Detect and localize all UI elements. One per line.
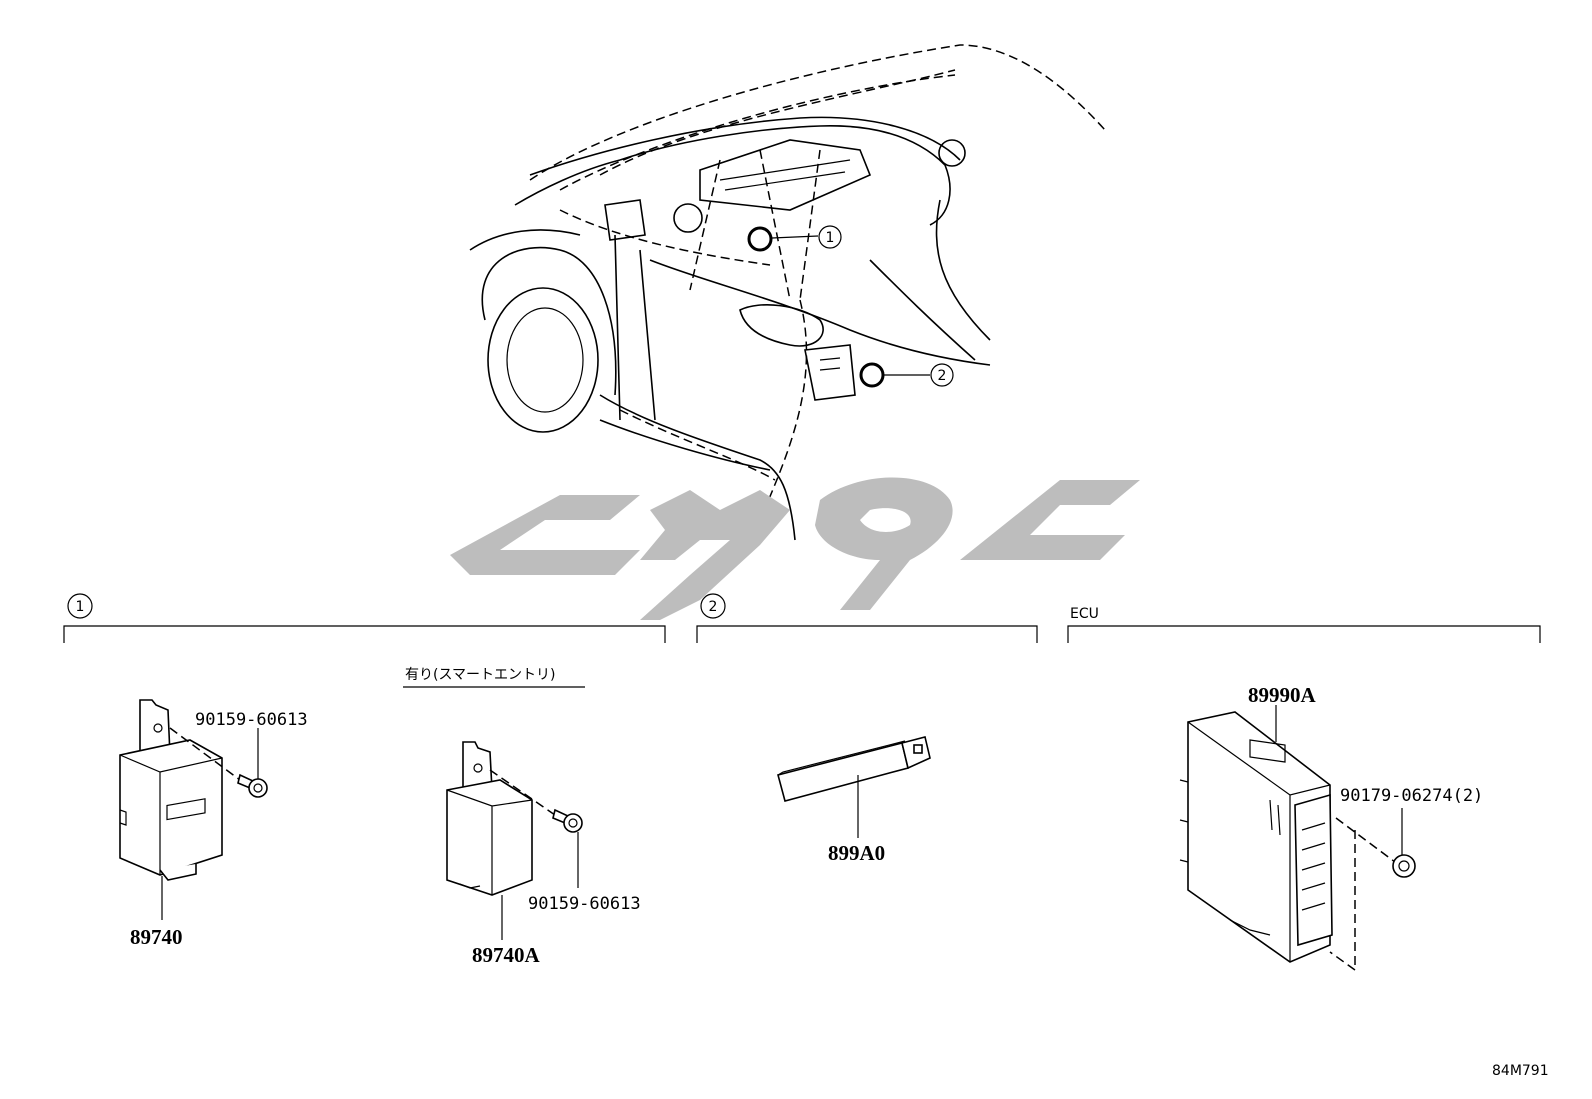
- part-89740A-bolt-number: 90159-60613: [528, 894, 641, 914]
- section-2-marker: 2: [709, 599, 718, 615]
- overview-callout-1: 1: [826, 230, 835, 246]
- part-89990A-number: 89990A: [1248, 683, 1317, 707]
- diagram-code: 84M791: [1492, 1063, 1549, 1079]
- section-2-header: 2: [696, 593, 1038, 643]
- vehicle-overview: 1 2: [469, 44, 1106, 541]
- smart-entry-note: 有り(スマートエントリ): [405, 667, 556, 683]
- section-ecu-header: ECU: [1067, 606, 1541, 643]
- section-ecu-title: ECU: [1070, 606, 1099, 622]
- part-89740-bolt-number: 90159-60613: [195, 710, 308, 730]
- part-89990A-nut-number: 90179-06274(2): [1340, 786, 1483, 806]
- overview-callout-2: 2: [938, 368, 947, 384]
- part-899A0: 899A0: [777, 736, 931, 865]
- part-899A0-number: 899A0: [828, 841, 885, 865]
- section-1-marker: 1: [76, 599, 85, 615]
- watermark-logo: [450, 477, 1140, 620]
- part-89740A-number: 89740A: [472, 943, 541, 967]
- section-1-header: 1: [63, 593, 666, 643]
- part-89990A: 90179-06274(2) 89990A: [1179, 683, 1483, 972]
- part-89740: 90159-60613 89740: [119, 699, 308, 949]
- part-89740A: 有り(スマートエントリ) 90159-60613 89740A: [403, 667, 641, 967]
- part-89740-number: 89740: [130, 925, 183, 949]
